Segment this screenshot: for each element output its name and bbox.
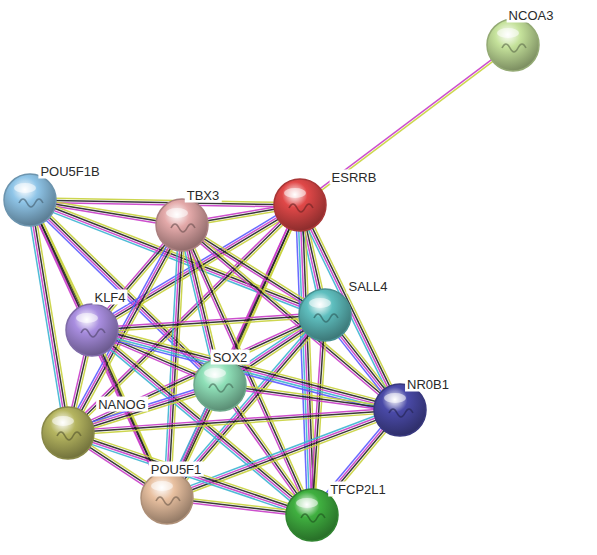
evidence-line [337,336,382,393]
evidence-line [92,414,376,434]
protein-label: NR0B1 [405,377,451,392]
evidence-line [191,503,288,514]
protein-label: POU5F1 [149,462,204,477]
evidence-line [33,224,63,409]
protein-node: TBX3 [155,198,209,252]
evidence-line [90,444,148,482]
evidence-line [74,354,87,410]
evidence-line [104,351,159,475]
evidence-line [191,248,218,361]
protein-node: SOX2 [193,358,247,412]
evidence-line [204,236,306,300]
evidence-line [319,59,493,190]
evidence-line [339,335,384,392]
evidence-line [113,343,296,497]
interaction-edge [31,223,68,409]
protein-node: ESRRB [273,178,327,232]
evidence-line [35,224,65,409]
protein-node: POU5F1 [140,471,194,525]
evidence-line [40,222,157,476]
evidence-line [301,229,311,490]
protein-label: KLF4 [92,290,127,305]
protein-label: TFCP2L1 [328,482,388,497]
evidence-line [343,332,388,389]
evidence-line [37,223,67,408]
interaction-edge [92,409,376,433]
protein-node: NANOG [41,406,95,460]
evidence-line [244,391,376,409]
interaction-edge [191,499,288,515]
interaction-edge [325,427,387,499]
interaction-edge [201,236,305,304]
evidence-line [201,240,303,304]
protein-node: NCOA3 [486,18,540,72]
evidence-line [92,393,198,426]
evidence-line [320,60,494,191]
protein-label: NANOG [96,397,148,412]
protein-sphere [140,471,194,525]
interaction-edge [116,314,301,330]
protein-node: TFCP2L1 [285,488,339,542]
interaction-edge [165,249,184,474]
evidence-line [92,412,376,432]
interaction-edge [319,59,494,192]
interaction-edge [184,248,217,362]
evidence-line [91,391,197,424]
evidence-line [341,333,386,390]
evidence-line [244,386,376,404]
interaction-edge [114,332,377,408]
evidence-line [206,209,276,221]
evidence-line [191,501,288,512]
protein-label: SOX2 [211,350,250,365]
protein-node: NR0B1 [373,383,427,437]
protein-label: POU5F1B [38,164,101,179]
evidence-line [116,336,377,404]
protein-node: KLF4 [65,303,119,357]
evidence-line [90,389,196,422]
evidence-line [88,446,146,484]
interaction-edge [244,386,376,409]
protein-sphere [273,178,327,232]
evidence-line [189,415,377,486]
protein-label: SALL4 [346,279,389,294]
protein-sphere [3,173,57,227]
protein-sphere [193,358,247,412]
protein-sphere [65,303,119,357]
evidence-line [71,353,84,409]
evidence-line [115,338,376,406]
protein-node: SALL4 [298,288,352,342]
protein-sphere [41,406,95,460]
evidence-line [92,395,198,428]
protein-label: ESRRB [330,170,379,185]
evidence-line [116,314,301,326]
protein-label: TBX3 [185,188,222,203]
evidence-line [206,207,276,219]
evidence-line [244,388,376,406]
evidence-line [203,238,305,302]
protein-sphere [298,288,352,342]
evidence-line [114,340,375,408]
interaction-edge [206,207,277,223]
protein-label: NCOA3 [507,8,556,23]
evidence-line [116,317,301,329]
interaction-edge [71,353,88,410]
protein-node: POU5F1B [3,173,57,227]
evidence-line [87,448,145,486]
protein-sphere [486,18,540,72]
evidence-line [92,409,376,429]
evidence-line [189,418,377,489]
interaction-edge [337,332,387,393]
protein-sphere [155,198,209,252]
